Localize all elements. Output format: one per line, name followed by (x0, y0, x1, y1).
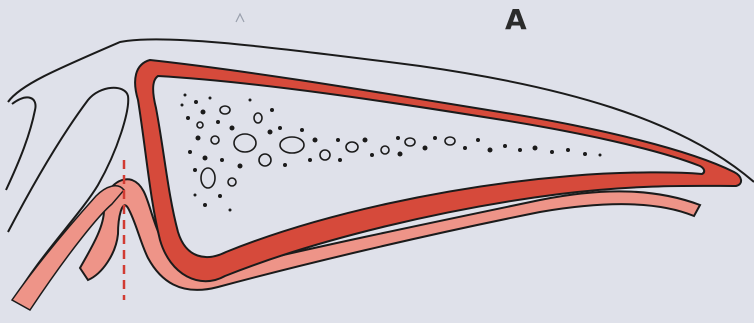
left-fold-outline-outer (6, 97, 36, 190)
panel-label: A (505, 6, 527, 34)
faint-pencil-mark (236, 14, 244, 22)
